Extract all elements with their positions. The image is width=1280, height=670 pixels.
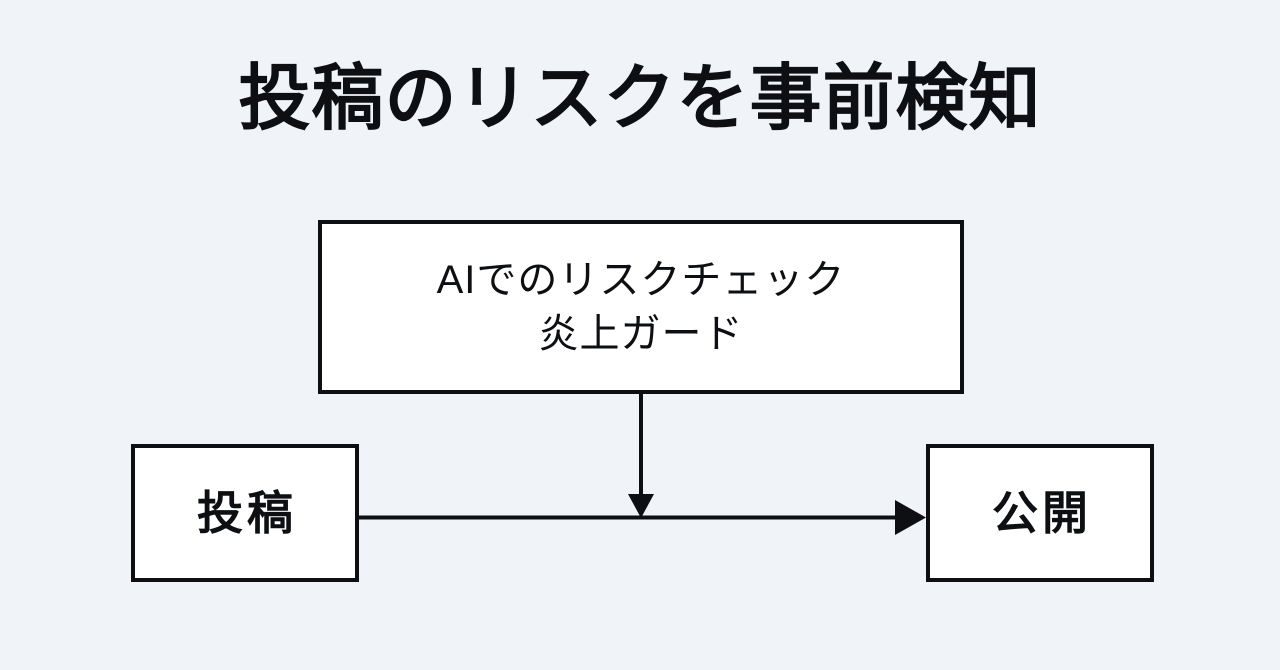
page-title: 投稿のリスクを事前検知	[238, 59, 1042, 139]
edge-post-to-publish	[357, 500, 926, 535]
edge-risk-check-to-flow	[628, 394, 654, 518]
node-publish: 公開	[926, 444, 1154, 582]
edge-risk-check-to-flow-arrowhead	[628, 494, 654, 518]
node-post: 投稿	[131, 444, 359, 582]
edge-post-to-publish-arrowhead	[895, 500, 926, 535]
node-post-label: 投稿	[197, 487, 297, 539]
node-publish-label: 公開	[992, 487, 1092, 539]
node-risk-check: AIでのリスクチェック 炎上ガード	[318, 220, 964, 394]
node-risk-check-line-1: AIでのリスクチェック	[436, 258, 846, 302]
node-risk-check-line-2: 炎上ガード	[538, 312, 744, 356]
